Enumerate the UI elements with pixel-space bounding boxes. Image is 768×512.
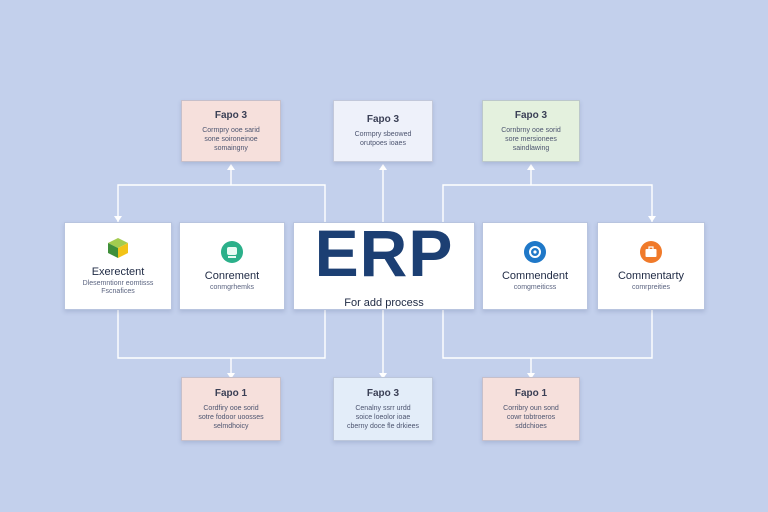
module-3-name: Commendent: [501, 270, 569, 282]
module-card-4: Commentarty comrpreities: [597, 222, 705, 310]
top-box-center-title: Fapo 3: [366, 114, 400, 125]
chat-icon: [220, 240, 244, 264]
module-card-2: Conrement conmgrhemks: [179, 222, 285, 310]
top-box-right-desc: Cornbrny ooe sorid sore mersionees saind…: [501, 126, 561, 152]
module-1-desc: Dlesemntionr eomtisss Fscnafices: [82, 280, 154, 295]
module-4-desc: comrpreities: [631, 284, 671, 291]
top-box-left: Fapo 3 Cormpry ooe sarid sone soironeino…: [181, 100, 281, 162]
bottom-box-right-title: Fapo 1: [514, 387, 548, 399]
top-box-right: Fapo 3 Cornbrny ooe sorid sore mersionee…: [482, 100, 580, 162]
bottom-box-center-title: Fapo 3: [366, 387, 400, 399]
erp-subtitle: For add process: [344, 297, 424, 309]
module-1-name: Exerectent: [91, 266, 145, 278]
module-card-1: Exerectent Dlesemntionr eomtisss Fscnafi…: [64, 222, 172, 310]
top-box-center-desc: Cormpry sbeowed orutpoes ioaes: [354, 131, 412, 147]
top-box-right-title: Fapo 3: [514, 109, 548, 121]
module-4-name: Commentarty: [617, 270, 685, 282]
bottom-box-center: Fapo 3 Cenalny ssrr urdd soice loeolor i…: [333, 377, 433, 441]
bottom-box-center-desc: Cenalny ssrr urdd soice loeolor ioae cbe…: [347, 404, 419, 430]
module-3-desc: comgmeiticss: [513, 284, 557, 291]
module-2-desc: conmgrhemks: [210, 284, 254, 291]
top-box-left-desc: Cormpry ooe sarid sone soironeinoe somai…: [202, 126, 260, 152]
module-2-name: Conrement: [204, 270, 260, 282]
bottom-box-left-title: Fapo 1: [214, 387, 248, 399]
top-box-left-title: Fapo 3: [214, 109, 248, 121]
erp-center-card: ERP For add process: [293, 216, 475, 310]
bottom-box-left: Fapo 1 Cordfiry ooe sorid sotre fodoor u…: [181, 377, 281, 441]
erp-title: ERP: [314, 216, 454, 290]
bottom-box-right: Fapo 1 Corribry oun sond cowr tobtroeros…: [482, 377, 580, 441]
cube-icon: [106, 236, 130, 260]
bottom-box-right-desc: Corribry oun sond cowr tobtroeros sddchi…: [503, 404, 559, 430]
bottom-box-left-desc: Cordfiry ooe sorid sotre fodoor uoosses …: [198, 404, 264, 430]
gear-icon: [523, 240, 547, 264]
briefcase-icon: [639, 240, 663, 264]
module-card-3: Commendent comgmeiticss: [482, 222, 588, 310]
top-box-center: Fapo 3 Cormpry sbeowed orutpoes ioaes: [333, 100, 433, 162]
